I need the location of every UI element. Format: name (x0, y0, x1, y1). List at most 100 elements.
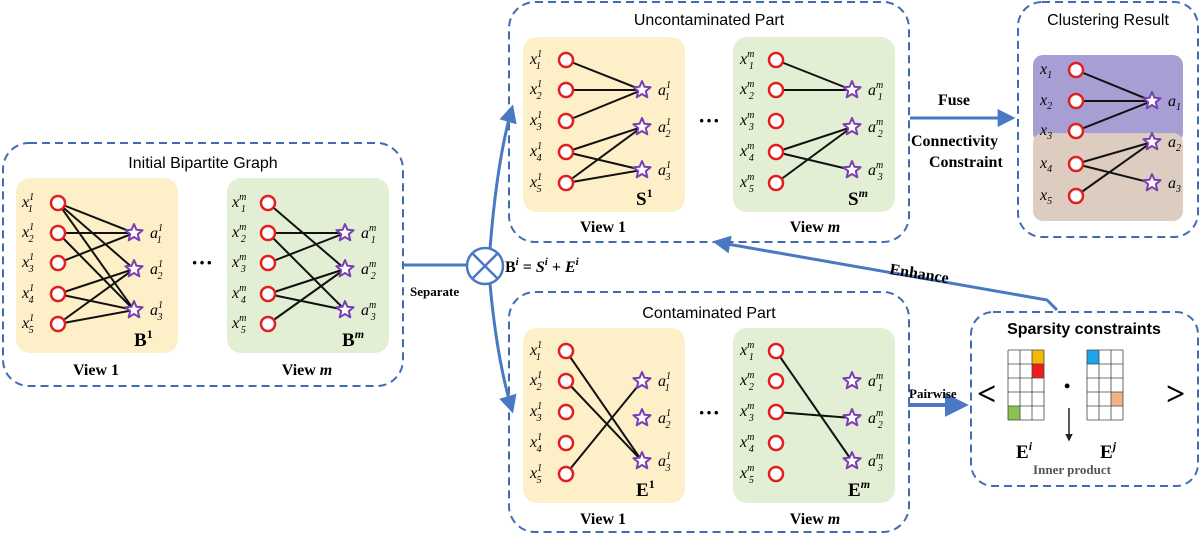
red-circle-icon (1067, 92, 1085, 110)
red-circle-icon (1067, 61, 1085, 79)
nonzero-cell (1032, 364, 1044, 378)
separate-label: Separate (410, 284, 459, 299)
red-circle-icon (557, 465, 575, 483)
initial-ellipsis: ··· (191, 250, 213, 275)
graph-edge (57, 268, 135, 295)
edges (267, 202, 346, 325)
red-circle-icon (557, 434, 575, 452)
uncont-view1-label: View 1 (580, 219, 626, 236)
graph-edge (565, 380, 643, 462)
sample-label: x3 (1039, 122, 1052, 142)
purple-star-icon (335, 223, 355, 242)
purple-star-icon (632, 160, 652, 179)
purple-star-icon (842, 451, 862, 470)
cont-view1-label: View 1 (580, 511, 626, 528)
red-circle-icon (767, 174, 785, 192)
graph-edge (57, 293, 135, 311)
graph-edge (267, 268, 346, 295)
graph-edge (775, 151, 853, 171)
graph-edge (1075, 69, 1153, 102)
nonzero-cell (1008, 406, 1020, 420)
red-circle-icon (767, 81, 785, 99)
uncont-ellipsis: ··· (698, 108, 720, 133)
red-circle-icon (1067, 187, 1085, 205)
red-circle-icon (49, 224, 67, 242)
purple-star-icon (632, 408, 652, 427)
purple-star-icon (1142, 132, 1162, 151)
sample-label: x2 (1039, 92, 1052, 112)
enhance-arrow (712, 235, 1059, 312)
graph-edge (1075, 141, 1153, 197)
graph-edge (267, 232, 346, 264)
graph-edge (775, 350, 853, 462)
graph-edge (565, 169, 643, 184)
ej-grid (1086, 349, 1124, 421)
red-circle-icon (767, 143, 785, 161)
purple-star-icon (632, 451, 652, 470)
red-circle-icon (557, 81, 575, 99)
inner-product-dot: • (1064, 376, 1070, 396)
nonzero-cell (1032, 350, 1044, 364)
red-circle-icon (557, 342, 575, 360)
red-circle-icon (1067, 122, 1085, 140)
uncont-viewm-label: View m (790, 219, 841, 236)
purple-star-icon (335, 259, 355, 278)
red-circle-icon (767, 342, 785, 360)
red-circle-icon (557, 403, 575, 421)
red-circle-icon (259, 315, 277, 333)
clustering-panel-title: Clustering Result (1047, 12, 1169, 29)
red-circle-icon (259, 254, 277, 272)
cont-ellipsis: ··· (698, 400, 720, 425)
initial-b1-label: B1 (134, 327, 153, 351)
red-circle-icon (557, 51, 575, 69)
connectivity-label: Connectivity (911, 133, 998, 150)
graph-edge (565, 59, 643, 91)
graph-edge (57, 202, 135, 270)
initial-bm-label: Bm (342, 327, 364, 351)
edges (775, 350, 853, 462)
cluster-1-bg (1033, 55, 1183, 143)
graph-edge (1075, 141, 1153, 165)
ej-label: Ej (1100, 439, 1117, 463)
uncont-s1-label: S1 (636, 186, 653, 210)
red-circle-icon (259, 285, 277, 303)
red-circle-icon (767, 372, 785, 390)
circled-times-icon (465, 246, 505, 286)
purple-star-icon (632, 371, 652, 390)
sample-label: x5 (1039, 187, 1052, 207)
uncontaminated-panel-title: Uncontaminated Part (634, 12, 785, 29)
graph-edge (267, 268, 346, 325)
graph-edge (57, 232, 135, 264)
constraint-label: Constraint (929, 154, 1003, 171)
red-circle-icon (557, 372, 575, 390)
graph-edge (565, 126, 643, 153)
red-circle-icon (49, 194, 67, 212)
red-circle-icon (557, 112, 575, 130)
